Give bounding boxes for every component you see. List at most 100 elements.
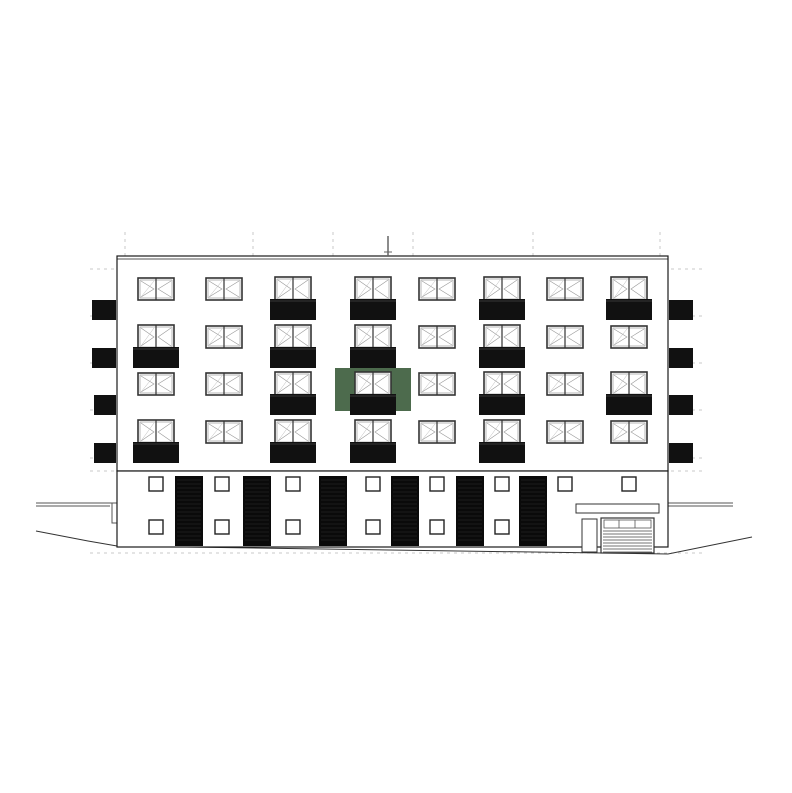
window-opening-mark xyxy=(277,279,292,299)
perforated-panel xyxy=(243,476,271,546)
window-opening-mark xyxy=(277,422,292,442)
window-opening-mark xyxy=(140,327,155,347)
window-opening-mark xyxy=(357,279,372,299)
window-opening-mark xyxy=(157,422,172,442)
side-balcony-left xyxy=(94,443,116,463)
window-opening-mark xyxy=(357,422,372,442)
side-balcony-left xyxy=(94,395,116,415)
window-opening-mark xyxy=(357,279,372,299)
window-opening-mark xyxy=(357,374,372,394)
ground-window-upper xyxy=(214,476,230,492)
window-opening-mark xyxy=(357,327,372,347)
balcony-railing xyxy=(350,394,396,415)
window-opening-mark xyxy=(357,327,372,347)
window-opening-mark xyxy=(208,423,223,441)
window-opening-mark xyxy=(503,327,518,347)
window-opening-mark xyxy=(503,374,518,394)
balcony-railing xyxy=(350,347,396,368)
window-opening-mark xyxy=(277,279,292,299)
balcony-railing xyxy=(133,442,179,463)
window-opening-mark xyxy=(630,279,645,299)
window-opening-mark xyxy=(503,422,518,442)
window-opening-mark xyxy=(157,327,172,347)
ground-floor xyxy=(148,476,660,554)
window-opening-mark xyxy=(374,327,389,347)
window-opening-mark xyxy=(566,375,581,393)
window-opening-mark xyxy=(486,422,501,442)
window-opening-mark xyxy=(140,422,155,442)
perforated-panel xyxy=(175,476,203,546)
window-opening-mark xyxy=(438,375,453,393)
ground-window-upper xyxy=(285,476,301,492)
ground-window-upper xyxy=(148,476,164,492)
balcony-railing xyxy=(479,347,525,368)
window-opening-mark xyxy=(208,328,223,346)
garage-door-glazing xyxy=(603,519,652,529)
window-opening-mark xyxy=(486,422,501,442)
window-opening-mark xyxy=(549,280,564,298)
side-balcony-left xyxy=(92,300,116,320)
window-opening-mark xyxy=(613,374,628,394)
window-opening-mark xyxy=(157,375,172,393)
balcony-railing xyxy=(479,442,525,463)
garage-canopy xyxy=(575,503,660,514)
window-opening-mark xyxy=(140,280,155,298)
window-opening-mark xyxy=(630,374,645,394)
perforated-panel xyxy=(519,476,547,546)
perforated-panel xyxy=(319,476,347,546)
window-opening-mark xyxy=(277,327,292,347)
service-door xyxy=(581,518,598,553)
window-opening-mark xyxy=(421,328,436,346)
window-opening-mark xyxy=(438,328,453,346)
window-opening-mark xyxy=(486,374,501,394)
window-opening-mark xyxy=(613,328,628,346)
ground-window-upper xyxy=(621,476,637,492)
window-opening-mark xyxy=(225,280,240,298)
ground-window-lower xyxy=(494,519,510,535)
window-opening-mark xyxy=(503,279,518,299)
window-opening-mark xyxy=(421,280,436,298)
ground-window-lower xyxy=(148,519,164,535)
window-opening-mark xyxy=(549,328,564,346)
window-opening-mark xyxy=(566,328,581,346)
window-opening-mark xyxy=(225,423,240,441)
balcony-railing xyxy=(270,347,316,368)
balcony-railing xyxy=(606,394,652,415)
window-opening-mark xyxy=(421,375,436,393)
window-opening-mark xyxy=(486,374,501,394)
window-opening-mark xyxy=(357,374,372,394)
window-opening-mark xyxy=(277,374,292,394)
window-opening-mark xyxy=(208,375,223,393)
balcony-railing xyxy=(350,442,396,463)
window-opening-mark xyxy=(438,423,453,441)
perforated-panel xyxy=(391,476,419,546)
ground-window-lower xyxy=(365,519,381,535)
window-opening-mark xyxy=(225,375,240,393)
window-opening-mark xyxy=(421,280,436,298)
window-opening-mark xyxy=(294,374,309,394)
perforated-panel xyxy=(456,476,484,546)
ground-window-lower xyxy=(429,519,445,535)
balcony-railing xyxy=(479,394,525,415)
window-opening-mark xyxy=(613,279,628,299)
window-opening-mark xyxy=(208,375,223,393)
window-opening-mark xyxy=(549,423,564,441)
window-opening-mark xyxy=(613,423,628,441)
balcony-railing xyxy=(270,394,316,415)
ground-window-upper xyxy=(429,476,445,492)
window-opening-mark xyxy=(630,423,645,441)
window-opening-mark xyxy=(374,422,389,442)
window-opening-mark xyxy=(566,423,581,441)
window-opening-mark xyxy=(357,422,372,442)
window-opening-mark xyxy=(421,328,436,346)
window-opening-mark xyxy=(549,423,564,441)
window-opening-mark xyxy=(613,374,628,394)
window-opening-mark xyxy=(421,423,436,441)
window-opening-mark xyxy=(613,328,628,346)
ground-window-lower xyxy=(214,519,230,535)
window-opening-mark xyxy=(438,280,453,298)
side-balcony-right xyxy=(669,395,693,415)
window-opening-mark xyxy=(277,422,292,442)
